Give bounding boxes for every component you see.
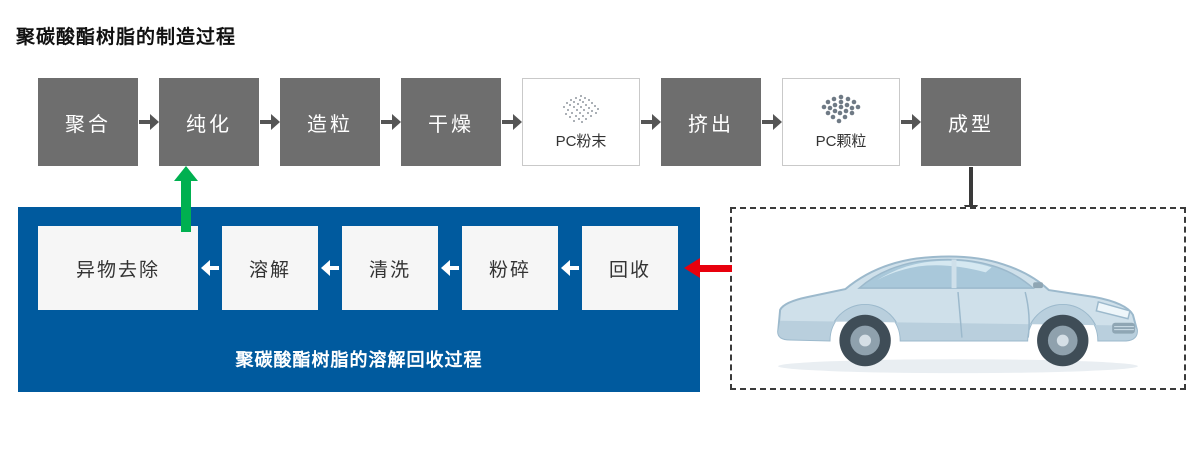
- material-pc-pellets: PC颗粒: [782, 78, 900, 166]
- pc-pellet-dots-icon: [821, 94, 861, 124]
- step-purification: 纯化: [159, 78, 259, 166]
- green-up-arrow-icon: [174, 166, 198, 232]
- material-label: PC颗粒: [815, 133, 867, 150]
- step-extrusion: 挤出: [661, 78, 761, 166]
- material-label: PC粉末: [555, 133, 607, 150]
- step-label: 干燥: [428, 113, 474, 136]
- recycling-panel: 异物去除 溶解 清洗 粉碎 回收 聚碳酸酯树脂的溶解回收过程: [18, 207, 700, 392]
- car-frame: [730, 207, 1186, 390]
- pc-powder-dots-icon: [563, 95, 599, 123]
- step-label: 纯化: [186, 113, 232, 136]
- step-granulation: 造粒: [280, 78, 380, 166]
- recycle-step-dissolution: 溶解: [222, 226, 318, 310]
- step-label: 溶解: [248, 259, 291, 281]
- recycle-step-crushing: 粉碎: [462, 226, 558, 310]
- flow-arrow-right-icon: [501, 113, 522, 131]
- flow-arrow-right-icon: [138, 113, 159, 131]
- flow-arrow-right-icon: [380, 113, 401, 131]
- red-left-arrow-icon: [684, 258, 732, 279]
- recycling-panel-title: 聚碳酸酯树脂的溶解回收过程: [235, 350, 483, 370]
- recycle-step-foreign-matter-removal: 异物去除: [38, 226, 198, 310]
- recycling-flow-row: 异物去除 溶解 清洗 粉碎 回收: [38, 226, 678, 310]
- flow-arrow-left-icon: [438, 259, 462, 277]
- page-title: 聚碳酸酯树脂的制造过程: [16, 27, 237, 48]
- flow-arrow-right-icon: [900, 113, 921, 131]
- step-label: 清洗: [368, 259, 411, 281]
- car-illustration: [777, 255, 1138, 373]
- step-molding: 成型: [921, 78, 1021, 166]
- flow-arrow-left-icon: [318, 259, 342, 277]
- step-drying: 干燥: [401, 78, 501, 166]
- step-label: 成型: [948, 113, 994, 136]
- recycle-step-washing: 清洗: [342, 226, 438, 310]
- flow-arrow-right-icon: [259, 113, 280, 131]
- flow-arrow-left-icon: [198, 259, 222, 277]
- flow-arrow-right-icon: [640, 113, 661, 131]
- flow-arrow-right-icon: [761, 113, 782, 131]
- step-polymerization: 聚合: [38, 78, 138, 166]
- material-pc-powder: PC粉末: [522, 78, 640, 166]
- step-label: 挤出: [688, 113, 734, 136]
- recycle-step-recovery: 回收: [582, 226, 678, 310]
- step-label: 粉碎: [488, 259, 531, 281]
- manufacturing-flow-row: 聚合 纯化 造粒 干燥: [38, 78, 1021, 166]
- flow-arrow-left-icon: [558, 259, 582, 277]
- step-label: 聚合: [65, 113, 111, 136]
- step-label: 回收: [608, 259, 651, 281]
- step-label: 造粒: [307, 113, 353, 136]
- step-label: 异物去除: [75, 259, 160, 281]
